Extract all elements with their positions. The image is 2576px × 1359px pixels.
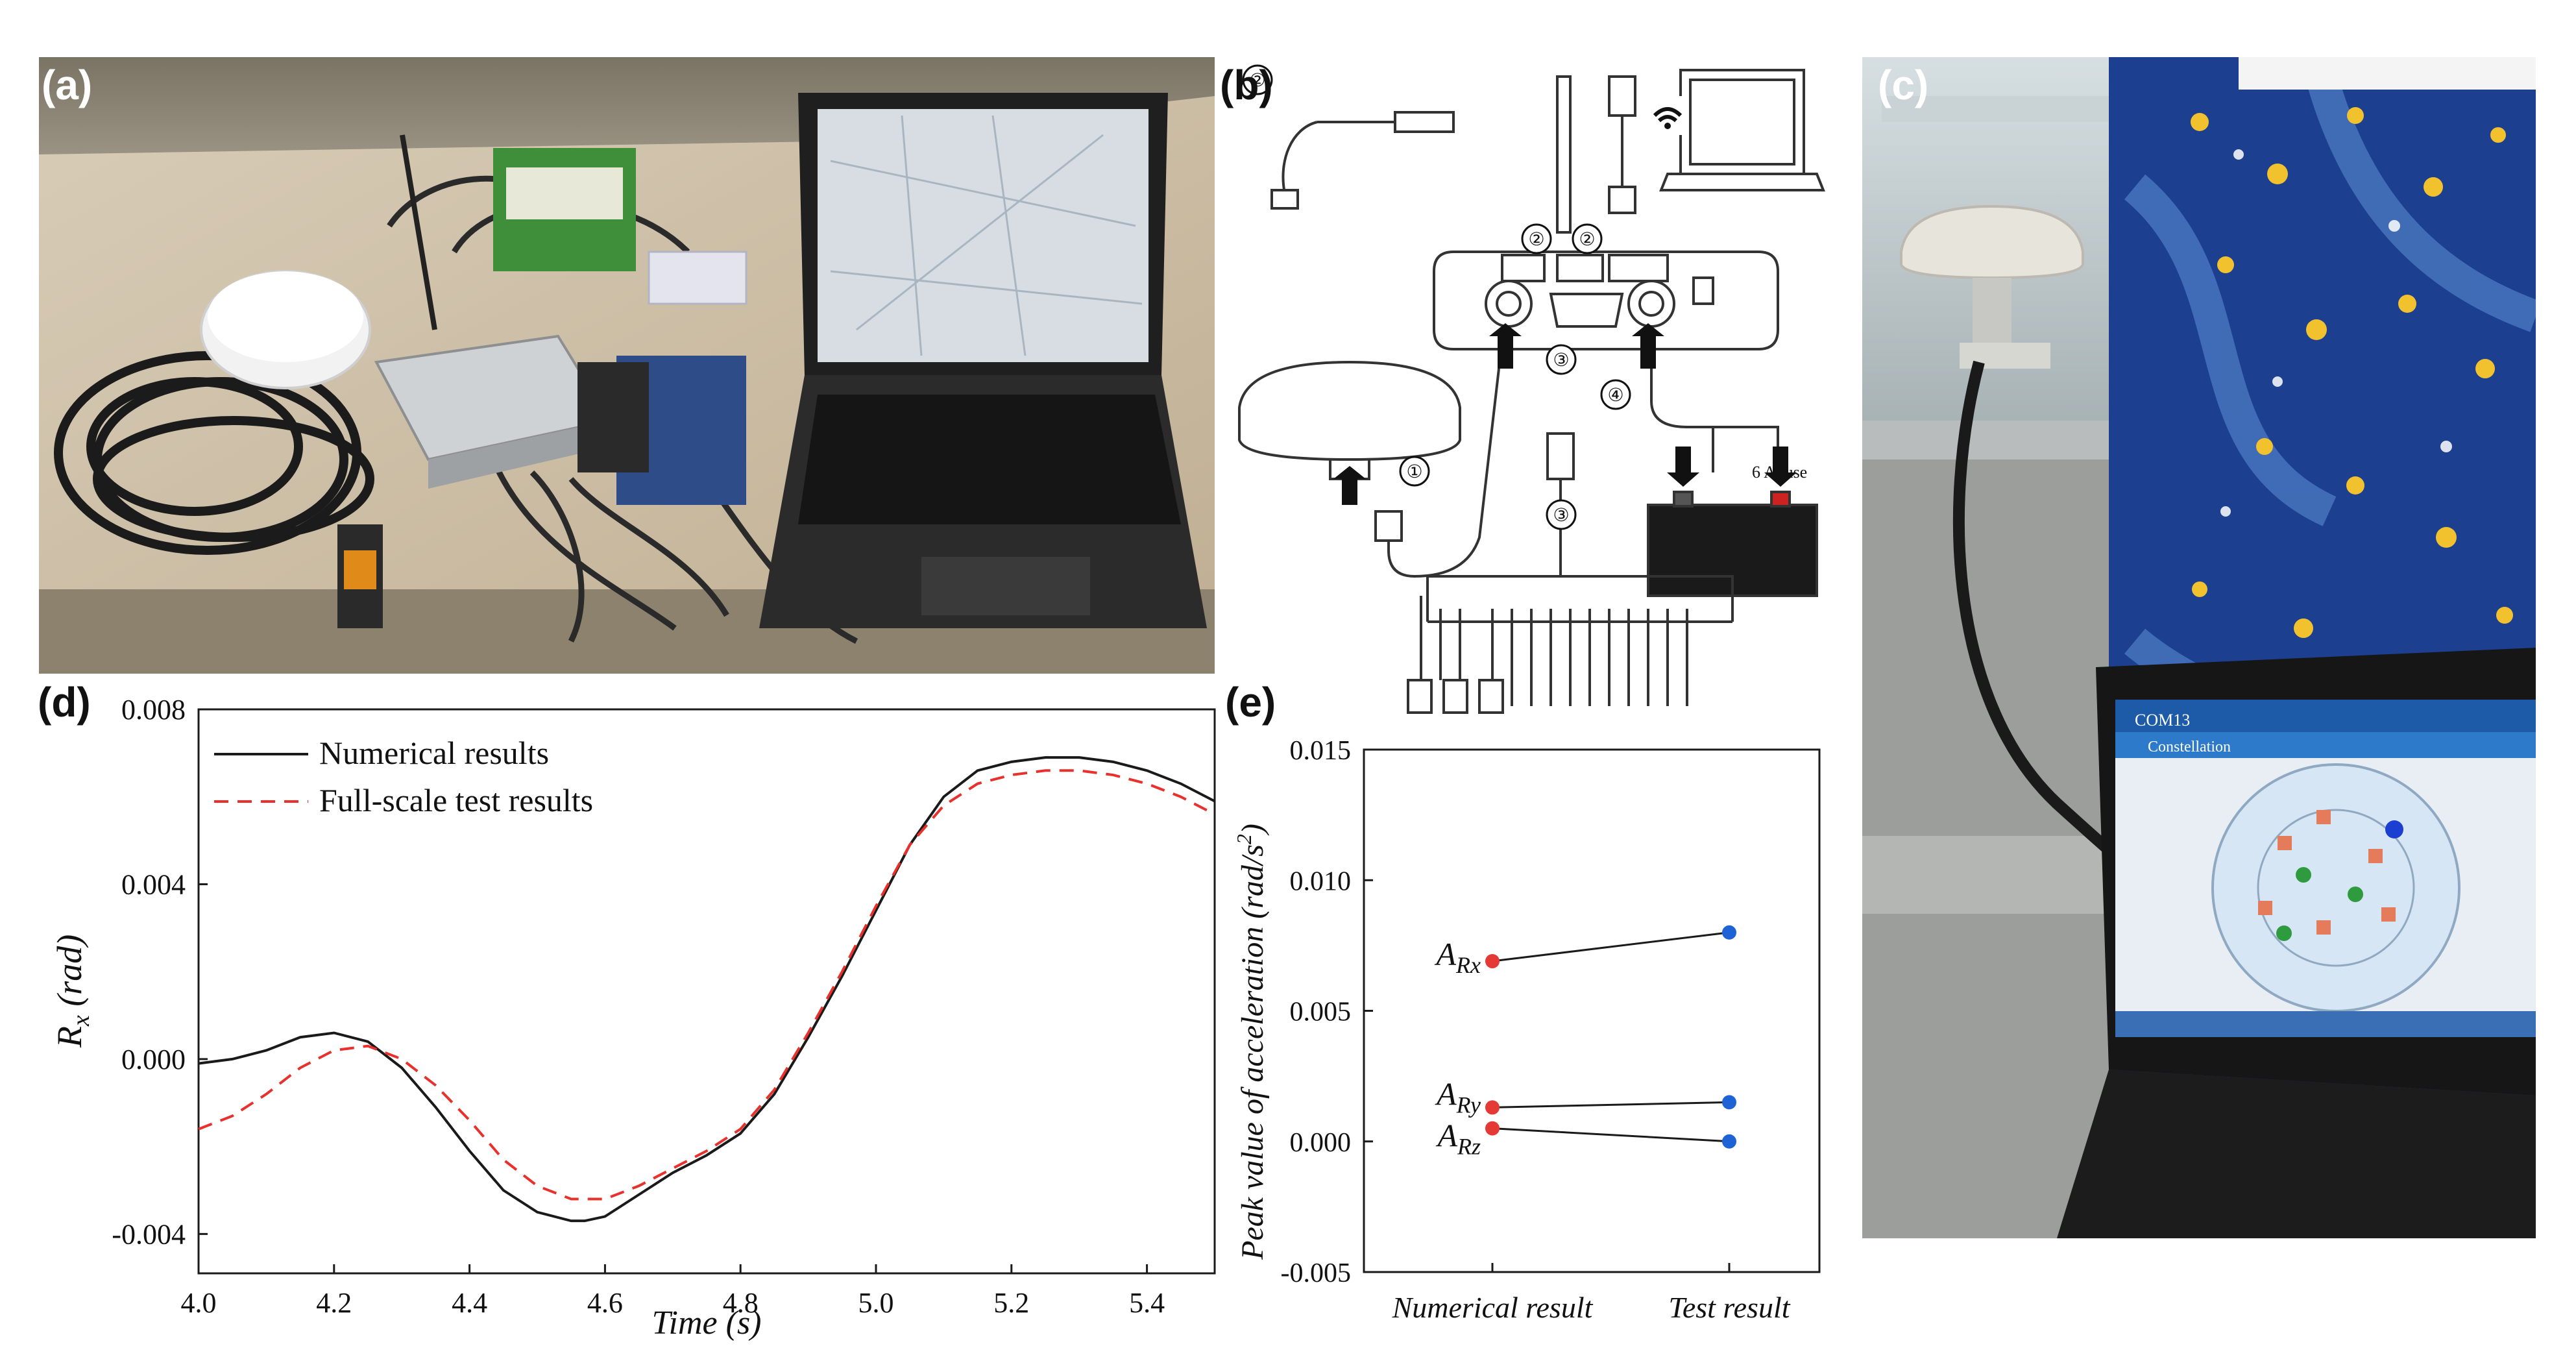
series-line [1492, 1127, 1730, 1143]
y-tick-label: 0.015 [1290, 736, 1352, 766]
y-tick-label: -0.005 [1281, 1258, 1352, 1288]
x-tick-label: 4.0 [181, 1287, 217, 1319]
callout-5: ④ [1607, 386, 1623, 406]
y-tick-label: 0.000 [1290, 1128, 1352, 1158]
y-tick-label: -0.004 [112, 1218, 186, 1250]
x-tick-label: 4.4 [452, 1287, 487, 1319]
plot-frame-e [1363, 748, 1821, 1273]
series-label: ARx [1434, 936, 1481, 978]
y-axis-title: Rx (rad) [50, 935, 95, 1048]
x-tick-label: 5.4 [1129, 1287, 1165, 1319]
legend-label-numerical: Numerical results [319, 735, 549, 771]
series-line [1492, 1101, 1730, 1108]
y-tick-label: 0.004 [121, 868, 186, 900]
point-numerical [1485, 1100, 1500, 1115]
series-numerical-line [198, 756, 1215, 1223]
callout-4: ③ [1553, 350, 1569, 371]
panel-c-label: (c) [1878, 62, 1929, 108]
x-tick-label: 4.6 [587, 1287, 623, 1319]
x-category-label: Test result [1668, 1291, 1790, 1324]
rx-time-history-chart: 4.0 4.2 4.4 4.6 4.8 5.0 5.2 5.4 -0.004 0.000 0.00… [50, 694, 1216, 1341]
y-tick-label: 0.005 [1290, 998, 1352, 1027]
panel-e-chart: -0.005 0.000 0.005 0.010 0.015 Numerical res… [1220, 678, 1856, 1356]
y-tick-label: 0.008 [121, 694, 186, 726]
series-label: ARz [1435, 1118, 1481, 1160]
callout-3: ② [1579, 230, 1595, 250]
desk-equipment-photo [39, 57, 1215, 674]
y-tick-label: 0.000 [121, 1044, 186, 1075]
point-numerical [1485, 1121, 1500, 1136]
callout-2: ② [1528, 230, 1544, 250]
point-test [1722, 1134, 1736, 1149]
series-line [1492, 931, 1730, 962]
point-test [1722, 925, 1736, 940]
port-label: COM13 [2135, 711, 2190, 729]
series-test-line [198, 769, 1215, 1201]
fuse-label: 6 A fuse [1752, 463, 1807, 482]
series-label: ARy [1435, 1075, 1481, 1118]
callout-7: ③ [1553, 506, 1569, 526]
x-tick-label: 4.2 [316, 1287, 352, 1319]
connection-diagram: ② ② ② ③ ④ ① ③ 6 A fuse [1238, 64, 1825, 714]
train-window-photo: COM13 Constellation [1862, 53, 2547, 1238]
x-tick-label: 5.0 [858, 1287, 894, 1319]
x-tick-label: 4.8 [723, 1287, 759, 1319]
x-axis-title: Time (s) [652, 1304, 762, 1341]
x-category-label: Numerical result [1392, 1291, 1594, 1324]
panel-a-photo: (a) [39, 57, 1215, 674]
plot-frame [197, 708, 1216, 1275]
panel-d-label: (d) [38, 679, 91, 726]
panel-b-label: (b) [1220, 62, 1273, 108]
callout-1: ② [1249, 71, 1265, 91]
panel-d-chart: 4.0 4.2 4.4 4.6 4.8 5.0 5.2 5.4 -0.004 0.000 0.00… [0, 678, 1233, 1356]
x-tick-label: 5.2 [993, 1287, 1029, 1319]
panel-e-label: (e) [1225, 679, 1276, 726]
point-numerical [1485, 954, 1500, 969]
panel-a-label: (a) [42, 62, 93, 108]
peak-acceleration-chart: -0.005 0.000 0.005 0.010 0.015 Numerical res… [1232, 736, 1821, 1324]
y-tick-label: 0.010 [1290, 866, 1352, 896]
screen-title: Constellation [2148, 739, 2231, 755]
callout-6: ① [1406, 462, 1422, 482]
point-test [1722, 1095, 1736, 1110]
panel-c-photo: COM13 Constellation (c) [1862, 53, 2547, 1238]
panel-b-diagram: ② ② ② ③ ④ ① ③ 6 A fuse (b) [1220, 57, 1843, 726]
y-axis-title-e: Peak value of acceleration (rad/s2) [1232, 824, 1270, 1260]
legend-label-test: Full-scale test results [319, 782, 593, 818]
